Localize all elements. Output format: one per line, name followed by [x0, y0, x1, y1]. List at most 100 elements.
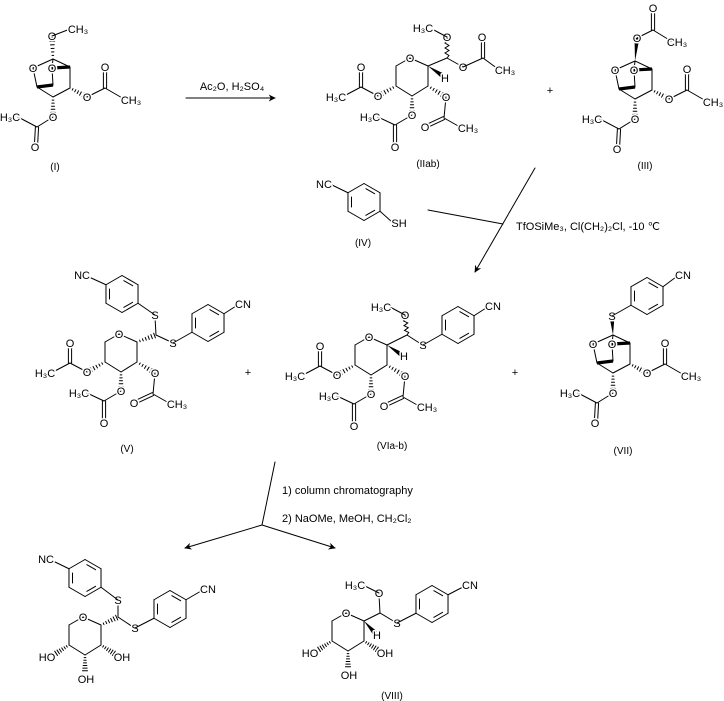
hashed-bond: [435, 89, 438, 93]
hashed-bond: [81, 92, 85, 98]
atom-label-o: O: [591, 418, 600, 430]
hashed-bond: [110, 649, 114, 655]
single-bond: [618, 88, 636, 100]
single-bond: [84, 559, 102, 570]
single-bond: [409, 57, 429, 67]
single-bond: [396, 612, 417, 624]
atom-label-o: O: [391, 142, 400, 154]
atom-label-o: O: [365, 332, 374, 344]
atom-label-o: O: [661, 338, 670, 350]
hashed-bond: [141, 338, 144, 342]
bold-bond: [618, 85, 636, 91]
single-bond: [68, 559, 86, 570]
atom-label-h3c: H₃C: [0, 112, 20, 124]
hashed-bond: [336, 371, 341, 377]
atom-label-h3c: H₃C: [582, 114, 602, 126]
atom-label-o: O: [66, 338, 75, 350]
single-bond: [459, 311, 470, 318]
single-bond: [154, 316, 157, 336]
single-bond: [105, 275, 123, 286]
atom-label-o: O: [683, 64, 692, 76]
hashed-bond: [107, 619, 110, 624]
atom-label-o: O: [115, 329, 124, 341]
double-bond: [138, 394, 155, 403]
single-bond: [592, 343, 598, 364]
single-bond: [395, 57, 411, 67]
reagents-step1: Ac₂O, H₂SO₄: [200, 81, 265, 93]
double-bond: [427, 116, 444, 125]
single-bond: [103, 390, 122, 402]
hashed-bond: [634, 365, 637, 369]
atom-label-s: S: [393, 618, 400, 630]
atom-label-o: O: [421, 122, 430, 134]
atom-label-o: O: [48, 63, 57, 75]
wedge-bond: [609, 316, 615, 335]
compound-label: (V): [120, 444, 133, 455]
atom-label-ch3: CH₃: [495, 65, 515, 77]
single-bond: [52, 560, 70, 570]
single-bond: [457, 306, 475, 317]
single-bond: [88, 276, 107, 286]
single-bond: [422, 333, 443, 346]
single-bond: [169, 590, 187, 601]
single-bond: [347, 640, 365, 652]
double-bond: [615, 128, 618, 148]
atom-label-h3c: H₃C: [345, 580, 365, 592]
atom-label-cn: CN: [485, 301, 501, 313]
hashed-bond: [71, 88, 74, 91]
atom-label-o: O: [406, 53, 415, 65]
hashed-bond: [639, 367, 642, 372]
atom-label-o: O: [459, 62, 468, 74]
atom-label-h: H: [400, 351, 408, 363]
atom-label-o: O: [589, 339, 598, 351]
hashed-bond: [658, 92, 662, 96]
single-bond: [105, 302, 123, 313]
atom-label-o: O: [83, 92, 92, 104]
hashed-bond: [392, 86, 395, 89]
single-bond: [431, 612, 449, 623]
atom-label-cn: CN: [675, 270, 691, 282]
single-bond: [431, 28, 448, 38]
bold-bond: [611, 341, 631, 346]
double-bond: [619, 128, 622, 148]
hashed-bond: [641, 368, 645, 374]
hashed-bond: [153, 332, 156, 339]
hashed-bond: [56, 649, 60, 655]
single-bond: [378, 594, 381, 614]
atom-label-o: O: [380, 401, 389, 413]
single-bond: [379, 210, 393, 223]
single-bond: [462, 57, 484, 68]
hashed-bond: [386, 88, 389, 93]
atom-label-ch3: CH₃: [458, 123, 478, 135]
atom-label-o: O: [633, 33, 642, 45]
hashed-bond: [319, 645, 323, 651]
hashed-bond: [348, 366, 351, 370]
hashed-bond: [115, 614, 119, 621]
bold-bond: [633, 67, 653, 72]
atom-label-s: S: [419, 340, 426, 352]
atom-label-h3c: H₃C: [413, 23, 433, 35]
double-bond: [388, 397, 405, 406]
hashed-bond: [437, 90, 441, 95]
atom-label-o: O: [29, 63, 38, 75]
single-bond: [331, 184, 349, 194]
single-bond: [652, 29, 672, 42]
single-bond: [185, 590, 202, 601]
single-bond: [52, 87, 71, 98]
single-bond: [365, 188, 376, 195]
atom-label-ch3: CH₃: [417, 402, 437, 414]
single-bond: [347, 183, 365, 194]
atom-label-o: O: [333, 370, 342, 382]
single-bond: [172, 331, 193, 344]
hashed-bond: [365, 641, 368, 644]
single-bond: [84, 586, 102, 597]
single-bond: [612, 363, 631, 374]
atom-label-o: O: [367, 389, 376, 401]
single-bond: [155, 334, 172, 343]
single-bond: [646, 304, 664, 315]
single-bond: [207, 331, 225, 342]
